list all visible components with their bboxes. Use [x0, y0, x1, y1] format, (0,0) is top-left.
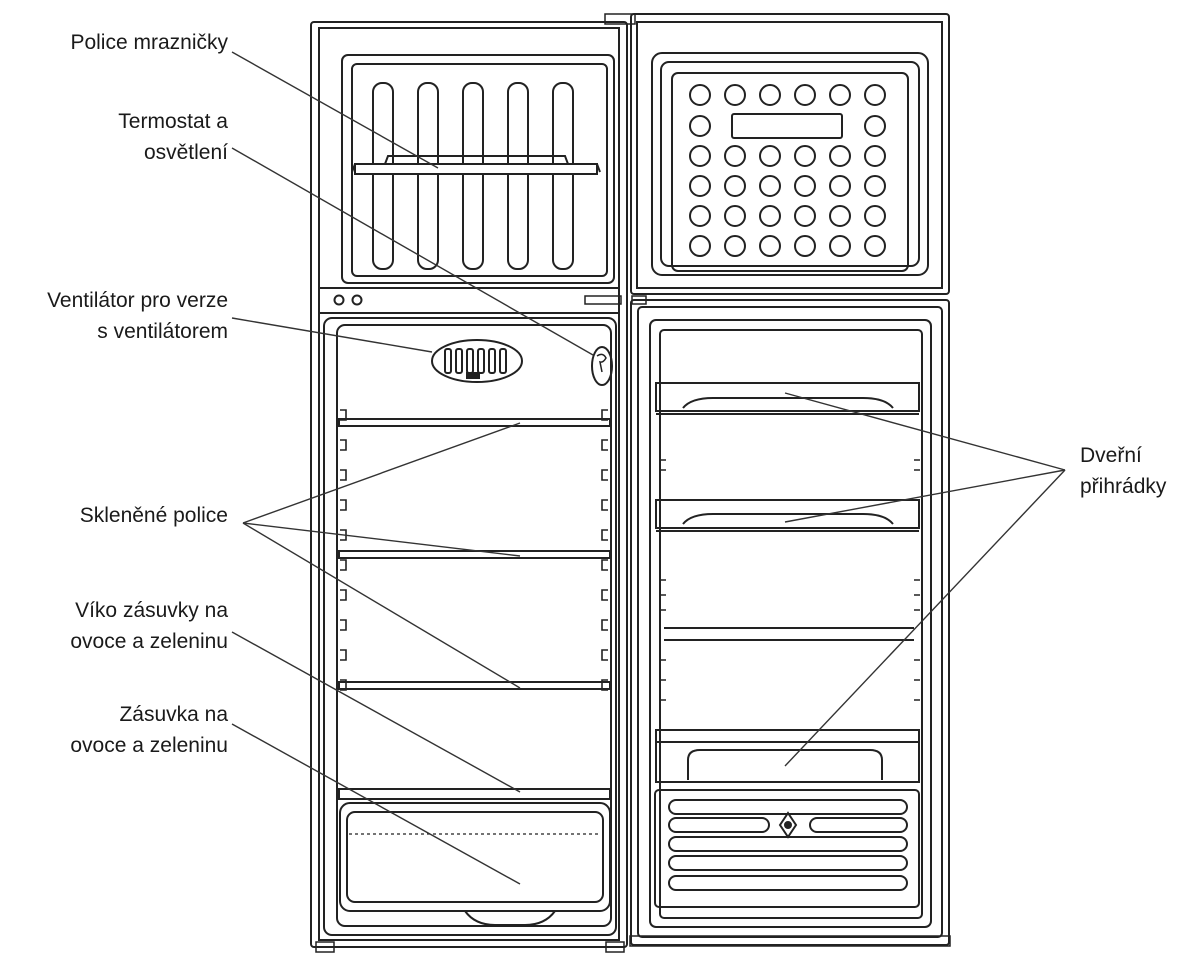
crisper-drawer [339, 802, 611, 926]
freezer-evaporator-ribs [372, 82, 574, 270]
fan-grille [431, 339, 523, 383]
freezer-shelf [351, 155, 601, 175]
fridge-compartment [323, 317, 617, 936]
freezer-door [630, 13, 950, 295]
label-thermostat-light: Termostat a osvětlení [118, 110, 228, 164]
label-crisper-lid: Víko zásuvky na ovoce a zeleninu [70, 599, 228, 653]
door-bins [655, 382, 920, 783]
label-freezer-shelf: Police mrazničky [70, 31, 228, 54]
label-crisper-drawer: Zásuvka na ovoce a zeleninu [70, 703, 228, 757]
cabinet-outer [310, 21, 628, 948]
freezer-compartment [341, 54, 615, 284]
label-fan: Ventilátor pro verze s ventilátorem [47, 289, 228, 343]
door-bottom-grille [654, 789, 920, 908]
glass-shelves [338, 418, 611, 690]
thermostat-light-unit [591, 346, 613, 386]
fridge-door [630, 299, 950, 946]
label-door-bins: Dveřní přihrádky [1080, 444, 1167, 498]
freezer-door-dimples [689, 84, 886, 257]
label-glass-shelves: Skleněné police [79, 504, 228, 527]
crisper-lid [338, 788, 611, 800]
leader-lines [231, 51, 1066, 885]
